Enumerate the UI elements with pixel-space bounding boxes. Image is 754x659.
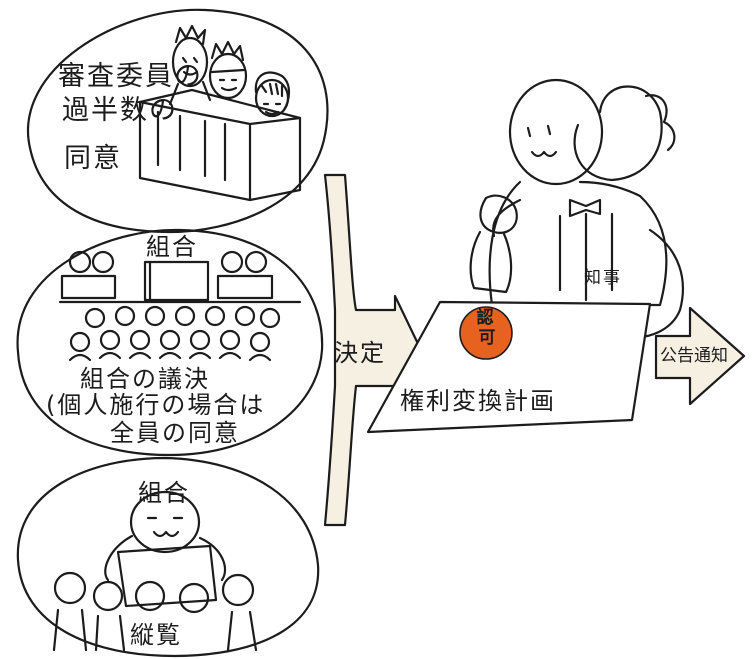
approval-stamp — [459, 306, 513, 360]
examiners-text-line2: 過半数の — [62, 95, 178, 126]
examiners-desk — [138, 88, 302, 202]
governor-label: 知事 — [584, 268, 622, 288]
decision-arrow — [323, 173, 422, 527]
union-meeting-bubble — [16, 228, 324, 457]
union-inspection-title: 組合 — [138, 479, 190, 507]
examiners-text-line1: 審査委員の — [58, 61, 203, 92]
examiners-bubble — [27, 8, 329, 234]
notify-arrow-label: 公告通知 — [660, 346, 728, 366]
examiners-text-line3: 同意 — [64, 143, 122, 174]
stamp-text-bottom: 可 — [478, 328, 498, 348]
union-members-crowd — [68, 305, 281, 362]
inspection-viewers — [52, 571, 258, 652]
governor-figure — [469, 78, 684, 338]
plan-document — [366, 300, 652, 434]
union-inspection-bubble — [16, 456, 320, 658]
individual-case-text: (個人施行の場合は — [46, 391, 266, 419]
decision-arrow-label: 決定 — [334, 339, 386, 367]
rights-conversion-plan-title: 権利変換計画 — [400, 387, 556, 415]
union-podium — [143, 260, 210, 302]
notify-arrow — [654, 306, 746, 406]
union-resolution-text: 組合の議決 — [80, 365, 210, 393]
examiner-figure-2 — [208, 40, 248, 100]
examiner-figure-1 — [168, 24, 212, 106]
public-inspection-caption: 縦覧 — [130, 621, 182, 649]
inspection-document — [116, 544, 218, 608]
examiner-figure-3 — [254, 71, 291, 118]
union-meeting-title: 組合 — [146, 233, 198, 261]
seal-stamp — [479, 194, 518, 234]
unanimous-consent-text: 全員の同意 — [110, 419, 240, 447]
union-presenter-figure — [104, 490, 227, 582]
stamp-text-top: 認 — [476, 308, 496, 328]
